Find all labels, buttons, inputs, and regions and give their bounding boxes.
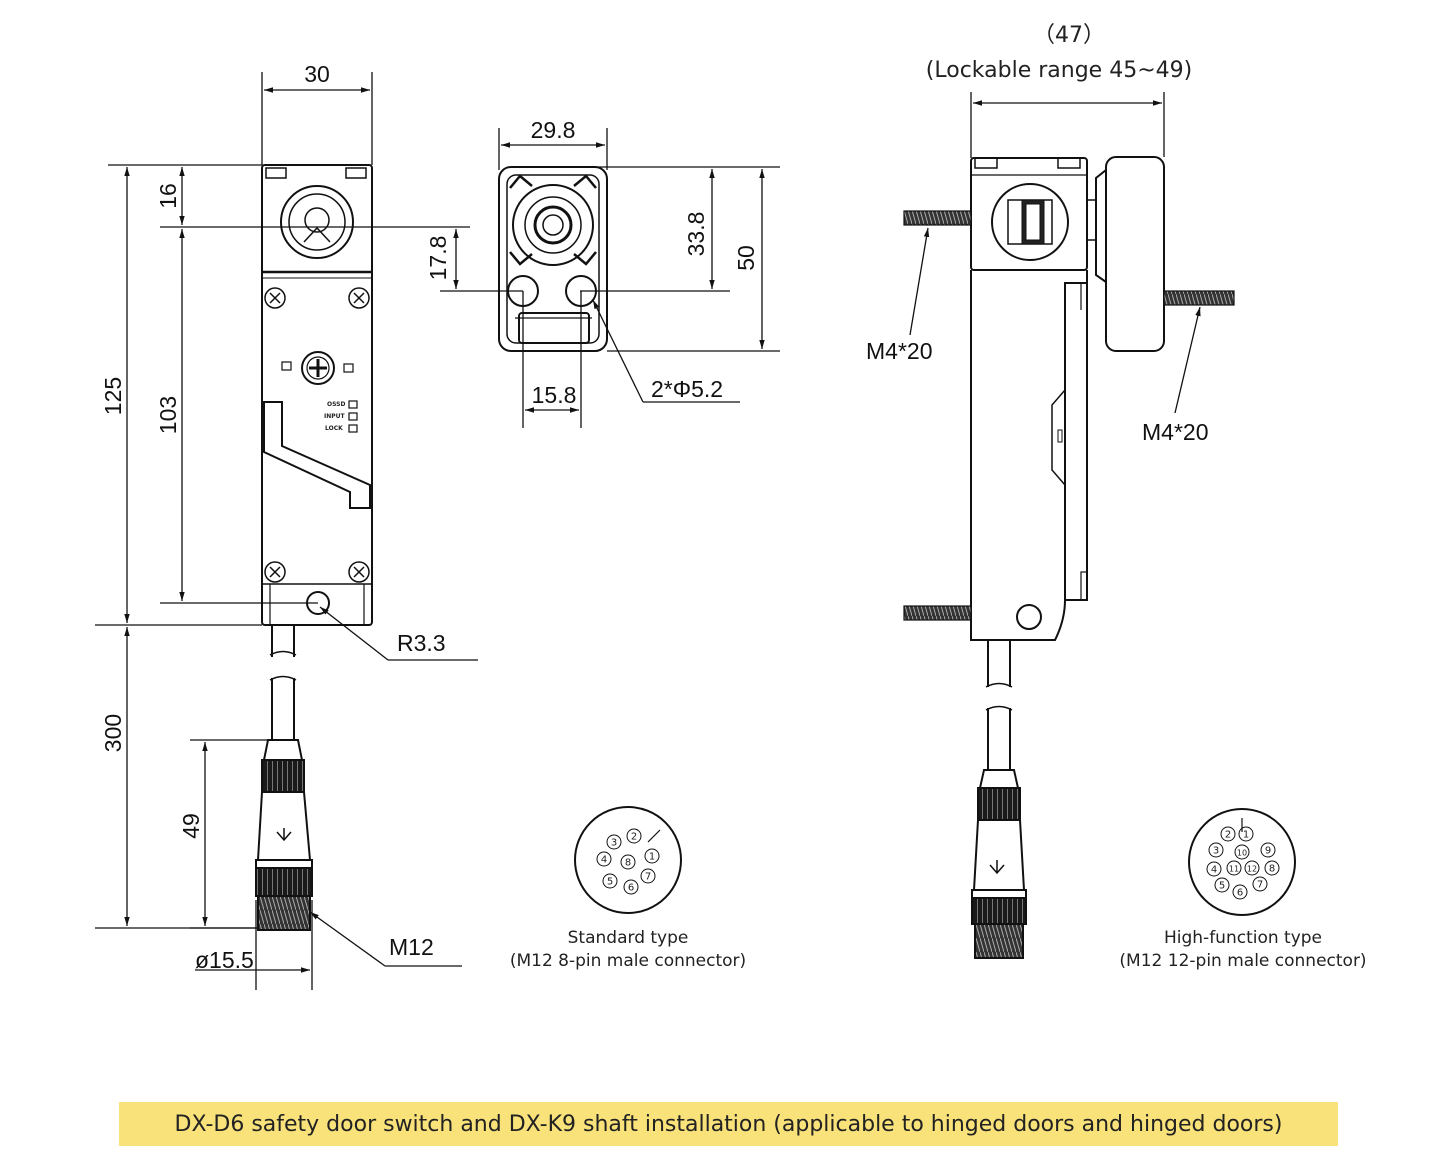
standard-pin-label-2: 2: [631, 832, 637, 843]
high-function-pin-10: [1234, 844, 1250, 860]
dim-actuator-height: 50: [733, 245, 759, 271]
high-function-pin-2: [1220, 826, 1236, 842]
input-label: INPUT: [324, 413, 346, 420]
standard-pin-label-7: 7: [645, 872, 651, 883]
dim-side-width: （47）: [1033, 23, 1105, 48]
dim-connector-length: 49: [178, 813, 204, 839]
dim-actuator-width: 29.8: [531, 117, 576, 143]
standard-pin-label-1: 1: [649, 852, 655, 863]
standard-pin-label-3: 3: [611, 838, 617, 849]
standard-pin-8: [620, 854, 636, 870]
standard-pin-4: [596, 851, 612, 867]
ossd-label: OSSD: [327, 401, 345, 408]
high-function-pin-8: [1264, 860, 1280, 876]
high-function-type-subtitle: (M12 12-pin male connector): [1119, 951, 1366, 971]
dim-front-top-offset: 16: [155, 183, 181, 209]
connector-left: [255, 739, 313, 931]
high-function-pin-label-4: 4: [1211, 865, 1217, 876]
pinout-standard: 1 2 345 67 8: [574, 806, 682, 914]
connector-right: [971, 769, 1027, 959]
standard-pin-label-4: 4: [601, 855, 607, 866]
high-function-pin-5: [1214, 877, 1230, 893]
side-view: [970, 156, 1165, 770]
high-function-pin-11: [1226, 860, 1242, 876]
front-dimensions: [95, 72, 478, 990]
figure-caption: DX-D6 safety door switch and DX-K9 shaft…: [119, 1102, 1338, 1146]
standard-pin-label-6: 6: [628, 883, 634, 894]
standard-pin-5: [602, 873, 618, 889]
high-function-pin-12: [1244, 860, 1260, 876]
dim-screw-left: M4*20: [866, 338, 932, 364]
high-function-pin-label-6: 6: [1237, 888, 1243, 899]
high-function-type-title: High-function type: [1164, 928, 1322, 948]
high-function-pin-4: [1206, 861, 1222, 877]
standard-pin-1: [644, 848, 660, 864]
standard-type-subtitle: (M12 8-pin male connector): [510, 951, 746, 971]
standard-pin-label-5: 5: [607, 877, 613, 888]
dim-actuator-hole-spacing: 15.8: [532, 382, 577, 408]
dim-front-inner-height: 103: [155, 396, 181, 434]
dim-lockable-range: (Lockable range 45~49): [926, 58, 1192, 83]
high-function-pin-label-9: 9: [1265, 846, 1271, 857]
dim-cable-length: 300: [100, 714, 126, 752]
high-function-pin-7: [1252, 876, 1268, 892]
high-function-pin-1: [1238, 826, 1254, 842]
standard-type-title: Standard type: [568, 928, 689, 948]
dim-mount-radius: R3.3: [397, 630, 446, 656]
high-function-pin-label-11: 11: [1229, 865, 1239, 874]
high-function-pin-label-3: 3: [1213, 846, 1219, 857]
side-dimensions: [909, 92, 1201, 414]
dim-connector-thread: M12: [389, 934, 434, 960]
high-function-pin-label-5: 5: [1219, 881, 1225, 892]
front-view: [261, 164, 373, 740]
high-function-pin-9: [1260, 842, 1276, 858]
dim-actuator-holes: 2*Φ5.2: [651, 376, 723, 402]
standard-pin-3: [606, 834, 622, 850]
high-function-pin-label-8: 8: [1269, 864, 1275, 875]
standard-pin-2: [626, 828, 642, 844]
dim-actuator-height-small: 33.8: [683, 212, 709, 257]
high-function-pin-label-12: 12: [1247, 865, 1257, 874]
dim-front-total-height: 125: [100, 377, 126, 415]
high-function-pin-3: [1208, 842, 1224, 858]
actuator-dimensions: [440, 128, 780, 428]
high-function-pin-6: [1232, 884, 1248, 900]
high-function-pin-label-2: 2: [1225, 830, 1231, 841]
technical-drawing: OSSD INPUT LOCK 30 16 125: [95, 23, 1367, 990]
lock-label: LOCK: [325, 425, 343, 432]
dim-connector-diameter: ø15.5: [195, 947, 254, 973]
standard-pin-7: [640, 868, 656, 884]
standard-pin-6: [623, 879, 639, 895]
screw-icon: [264, 287, 370, 583]
threaded-screws: [903, 210, 1235, 621]
dim-screw-right: M4*20: [1142, 419, 1208, 445]
standard-pin-label-8: 8: [625, 858, 631, 869]
dim-actuator-hole-offset: 17.8: [425, 236, 451, 281]
lock-screw-icon: [281, 351, 354, 385]
high-function-pin-label-7: 7: [1257, 880, 1263, 891]
dim-front-width: 30: [304, 61, 330, 87]
high-function-pin-label-10: 10: [1237, 849, 1247, 858]
actuator-view: [498, 166, 608, 352]
high-function-pin-label-1: 1: [1243, 830, 1249, 841]
